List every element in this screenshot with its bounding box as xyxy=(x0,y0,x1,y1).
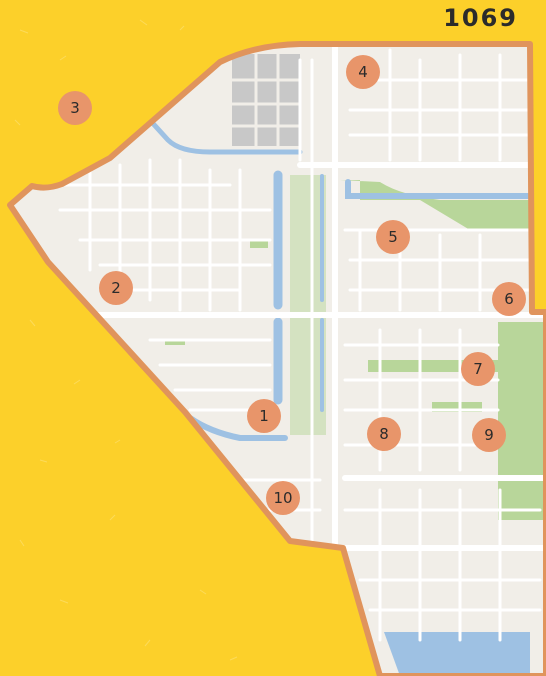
marker-1[interactable]: 1 xyxy=(247,399,281,433)
marker-8[interactable]: 8 xyxy=(367,417,401,451)
marker-7[interactable]: 7 xyxy=(461,352,495,386)
marker-5[interactable]: 5 xyxy=(376,220,410,254)
marker-9[interactable]: 9 xyxy=(472,418,506,452)
marker-2[interactable]: 2 xyxy=(99,271,133,305)
map-title: 1069 xyxy=(443,4,518,32)
background-texture xyxy=(14,19,238,661)
marker-10[interactable]: 10 xyxy=(266,481,300,515)
lake xyxy=(384,632,530,676)
building-block xyxy=(232,54,300,146)
marker-6[interactable]: 6 xyxy=(492,282,526,316)
marker-4[interactable]: 4 xyxy=(346,55,380,89)
water xyxy=(145,115,533,441)
marker-3[interactable]: 3 xyxy=(58,91,92,125)
district-border xyxy=(7,41,546,676)
road-network xyxy=(27,44,546,642)
